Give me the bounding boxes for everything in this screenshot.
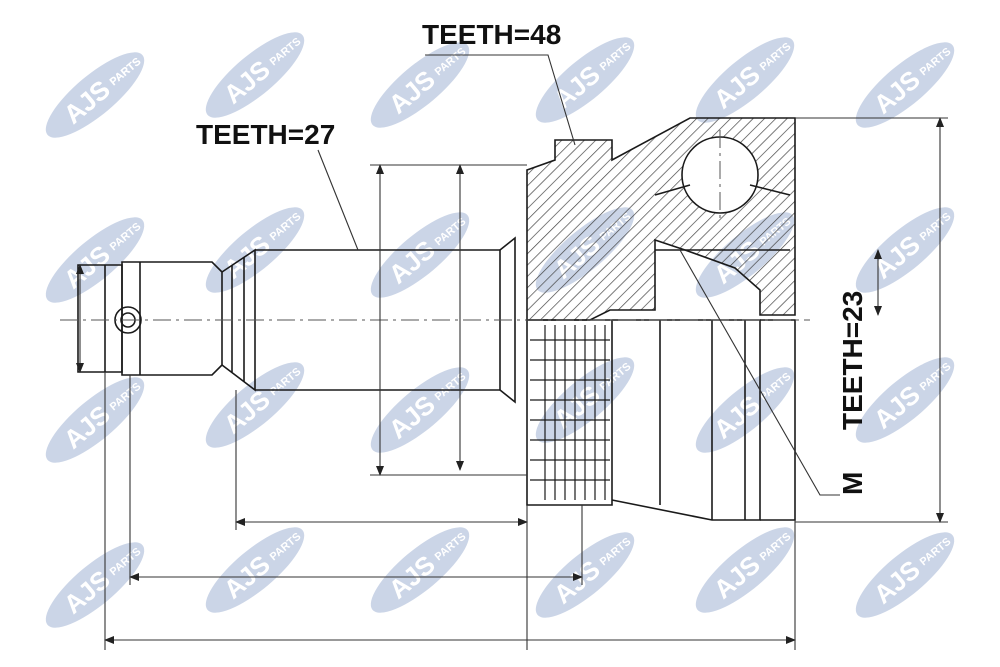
label-inner-teeth: TEETH=23 (837, 291, 868, 430)
shaft-shoulder (499, 236, 516, 404)
label-thread: M (837, 472, 868, 495)
label-shaft-teeth: TEETH=27 (196, 119, 335, 150)
neck-ridges (231, 257, 245, 382)
dimensions (76, 54, 948, 650)
abs-ring (526, 319, 613, 506)
label-outer-teeth: TEETH=48 (422, 19, 561, 50)
housing-lower-lines (659, 320, 746, 520)
stub-ridges (104, 262, 141, 375)
centerlines (60, 130, 810, 321)
housing-section (526, 117, 796, 321)
cage-lines (654, 184, 791, 251)
part-outline (77, 117, 796, 521)
abs-teeth (530, 325, 610, 500)
watermark-logo: AJS PARTS (58, 56, 144, 130)
